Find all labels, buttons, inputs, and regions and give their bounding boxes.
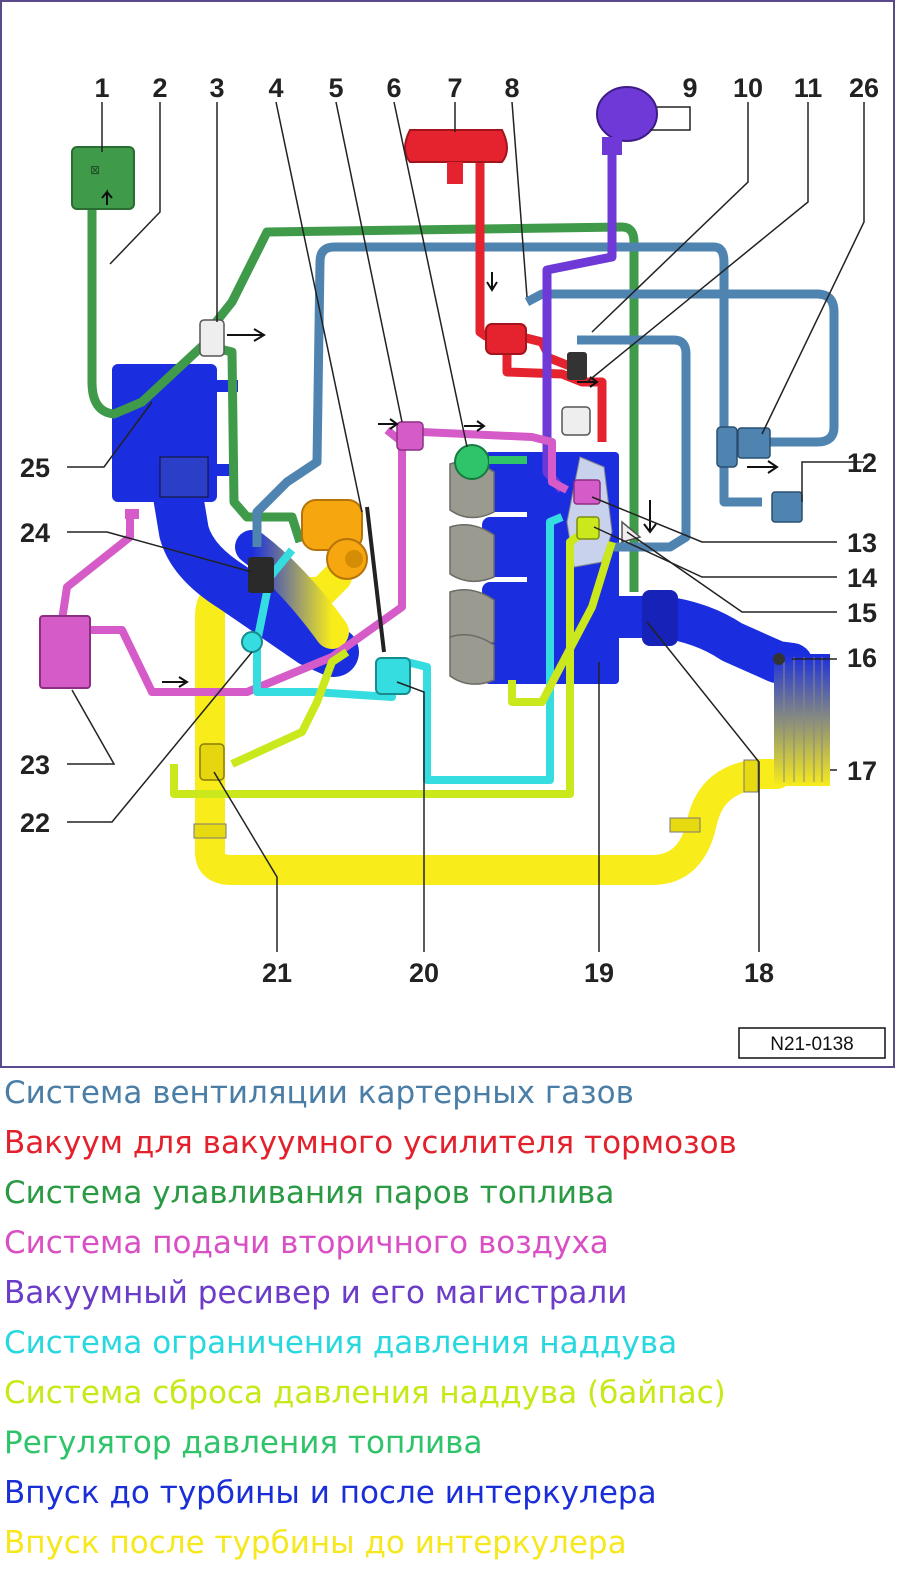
valve-symbol: ⊠ bbox=[90, 163, 100, 177]
callout-18: 18 bbox=[744, 958, 774, 988]
callout-11: 11 bbox=[794, 73, 823, 103]
callout-21: 21 bbox=[262, 958, 292, 988]
legend-item-vacuum-reservoir: Вакуумный ресивер и его магистрали bbox=[4, 1275, 628, 1311]
legend-item-fuel-regulator: Регулятор давления топлива bbox=[4, 1425, 483, 1461]
callout-8: 8 bbox=[504, 73, 519, 103]
brake-booster-port bbox=[447, 162, 463, 184]
legend-item-secondary-air: Система подачи вторичного воздуха bbox=[4, 1225, 609, 1261]
intake-duct-neck bbox=[159, 456, 209, 498]
callout-2: 2 bbox=[152, 73, 167, 103]
secondary-air-solenoid bbox=[573, 479, 601, 505]
oil-separator bbox=[771, 491, 803, 523]
callout-19: 19 bbox=[584, 958, 614, 988]
callout-4: 4 bbox=[268, 73, 283, 103]
legend-item-brake-vacuum: Вакуум для вакуумного усилителя тормозов bbox=[4, 1125, 737, 1161]
pcv-valve bbox=[716, 426, 738, 468]
legend-item-bypass: Система сброса давления наддува (байпас) bbox=[4, 1375, 726, 1411]
callout-22: 22 bbox=[20, 808, 50, 838]
sensor-connector bbox=[248, 557, 274, 593]
hose-clamp bbox=[743, 759, 759, 793]
callout-23: 23 bbox=[20, 750, 50, 780]
callout-13: 13 bbox=[847, 528, 877, 558]
figure-ref: N21-0138 bbox=[770, 1034, 853, 1055]
callout-25: 25 bbox=[20, 453, 50, 483]
crankcase-ventilation-lines bbox=[252, 242, 839, 552]
callout-10: 10 bbox=[733, 73, 763, 103]
legend-item-intake-yellow: Впуск после турбины до интеркулера bbox=[4, 1525, 627, 1561]
legend-item-evap: Система улавливания паров топлива bbox=[4, 1175, 615, 1211]
color-legend: Система вентиляции картерных газов Вакуу… bbox=[4, 1068, 896, 1568]
combination-valve bbox=[396, 421, 424, 451]
legend-item-intake-blue: Впуск до турбины и после интеркулера bbox=[4, 1475, 657, 1511]
callout-12: 12 bbox=[847, 448, 877, 478]
callout-3: 3 bbox=[209, 73, 224, 103]
arrow-icon bbox=[101, 189, 113, 205]
cylinder-head-ports bbox=[449, 461, 495, 685]
evap-lines bbox=[87, 177, 639, 592]
bypass-solenoid bbox=[576, 516, 600, 540]
turbocharger bbox=[301, 499, 368, 580]
flow-arrows bbox=[162, 272, 779, 688]
callout-26: 26 bbox=[849, 73, 879, 103]
air-filter-port bbox=[125, 509, 139, 519]
brake-check-valve bbox=[485, 323, 527, 355]
boost-control-solenoid bbox=[375, 657, 411, 695]
intercooler bbox=[773, 653, 830, 786]
fuel-pressure-regulator bbox=[454, 444, 490, 480]
callout-5: 5 bbox=[328, 73, 343, 103]
callout-1: 1 bbox=[94, 73, 109, 103]
check-valve bbox=[561, 406, 591, 436]
vacuum-tee bbox=[567, 352, 587, 380]
leader-lines bbox=[67, 101, 865, 952]
callout-14: 14 bbox=[847, 563, 877, 593]
legend-item-crankcase: Система вентиляции картерных газов bbox=[4, 1075, 634, 1111]
vacuum-reservoir-neck bbox=[602, 137, 622, 155]
callout-7: 7 bbox=[447, 73, 462, 103]
engine-vacuum-diagram: ⊠ bbox=[20, 73, 886, 1059]
pcv-heater bbox=[737, 427, 771, 459]
bypass-lines bbox=[170, 528, 616, 798]
callout-17: 17 bbox=[847, 756, 877, 786]
callout-9: 9 bbox=[682, 73, 697, 103]
boost-tee bbox=[241, 631, 263, 653]
check-valve bbox=[199, 319, 225, 357]
callout-6: 6 bbox=[386, 73, 401, 103]
diagram-frame: ⊠ bbox=[0, 0, 895, 1068]
callout-20: 20 bbox=[409, 958, 439, 988]
hose-clamp bbox=[193, 823, 227, 839]
callout-16: 16 bbox=[847, 643, 877, 673]
callout-15: 15 bbox=[847, 598, 877, 628]
secondary-air-lines bbox=[58, 426, 569, 696]
secondary-air-pump bbox=[39, 615, 91, 689]
callout-numbers: 1 2 3 4 5 6 7 8 9 10 11 26 12 13 14 15 1… bbox=[20, 73, 879, 988]
legend-item-boost-limit: Система ограничения давления наддува bbox=[4, 1325, 678, 1361]
brake-vacuum-lines bbox=[475, 162, 607, 442]
evap-solenoid-valve bbox=[71, 146, 135, 210]
vacuum-reservoir bbox=[596, 86, 658, 142]
recirculation-valve bbox=[199, 743, 225, 781]
hose-clamp bbox=[669, 817, 701, 833]
intake-bellows bbox=[642, 590, 678, 646]
brake-booster bbox=[404, 129, 508, 163]
callout-24: 24 bbox=[20, 518, 50, 548]
wastegate-rod bbox=[365, 506, 386, 653]
figure-ref-box bbox=[738, 1027, 886, 1059]
